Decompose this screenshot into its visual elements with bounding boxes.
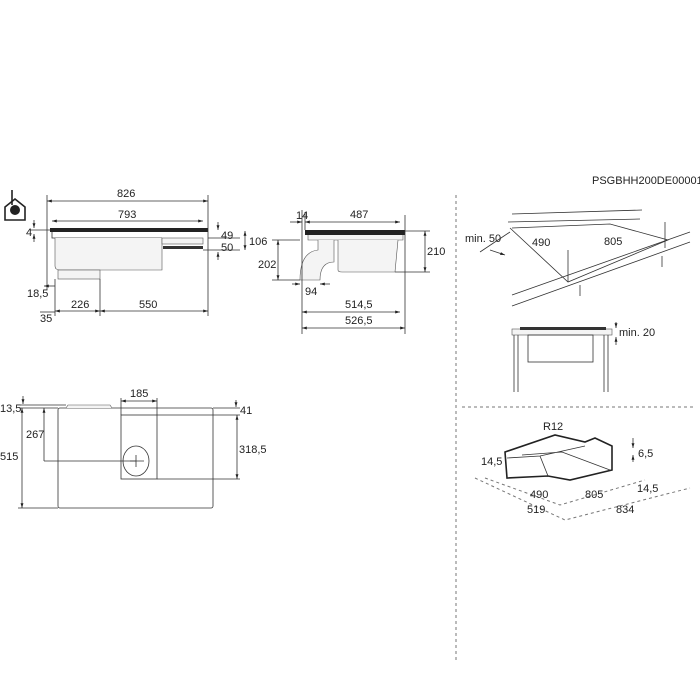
dim-14: 14: [296, 210, 308, 222]
dim-14-5-right: 14,5: [637, 483, 658, 495]
side-view: 14 487 210 202 94 514,5 526,5: [258, 209, 445, 334]
cutout-view: min. 50 490 805 min. 20: [465, 209, 691, 392]
dim-13-5: 13,5: [0, 403, 21, 415]
dim-106: 106: [249, 236, 267, 248]
dim-frame-490: 490: [530, 489, 548, 501]
dim-min-50: min. 50: [465, 233, 501, 245]
dim-226: 226: [71, 299, 89, 311]
drawing-code: PSGBHH200DE00001: [592, 175, 700, 187]
dim-519: 519: [527, 504, 545, 516]
dim-318-5: 318,5: [239, 444, 267, 456]
dim-frame-805: 805: [585, 489, 603, 501]
dim-41: 41: [240, 405, 252, 417]
dim-r12: R12: [543, 421, 563, 433]
dim-550: 550: [139, 299, 157, 311]
dim-cutout-805: 805: [604, 236, 622, 248]
top-view: 185 13,5 41 267 318,5 515: [0, 388, 267, 509]
dim-35: 35: [40, 313, 52, 325]
dim-cutout-490: 490: [532, 237, 550, 249]
dim-202: 202: [258, 259, 276, 271]
dim-49: 49: [221, 230, 233, 242]
dim-793: 793: [118, 209, 136, 221]
dim-50: 50: [221, 242, 233, 254]
dim-515: 515: [0, 451, 18, 463]
dim-4: 4: [26, 227, 32, 239]
dim-14-5-left: 14,5: [481, 456, 502, 468]
dim-94: 94: [305, 286, 317, 298]
dim-487: 487: [350, 209, 368, 221]
built-in-install-icon: [4, 190, 26, 221]
dim-514-5: 514,5: [345, 299, 373, 311]
dim-6-5: 6,5: [638, 448, 653, 460]
dim-18-5: 18,5: [27, 288, 48, 300]
dim-267: 267: [26, 429, 44, 441]
dim-210: 210: [427, 246, 445, 258]
dim-826: 826: [117, 188, 135, 200]
dim-185: 185: [130, 388, 148, 400]
frame-view: R12 6,5 14,5 14,5 490 805 519 834: [474, 421, 691, 521]
front-view: 826 793 4 49 50 106 18,5 35 226 550: [26, 188, 267, 325]
dim-min-20: min. 20: [619, 327, 655, 339]
dim-834: 834: [616, 504, 634, 516]
dim-526-5: 526,5: [345, 315, 373, 327]
